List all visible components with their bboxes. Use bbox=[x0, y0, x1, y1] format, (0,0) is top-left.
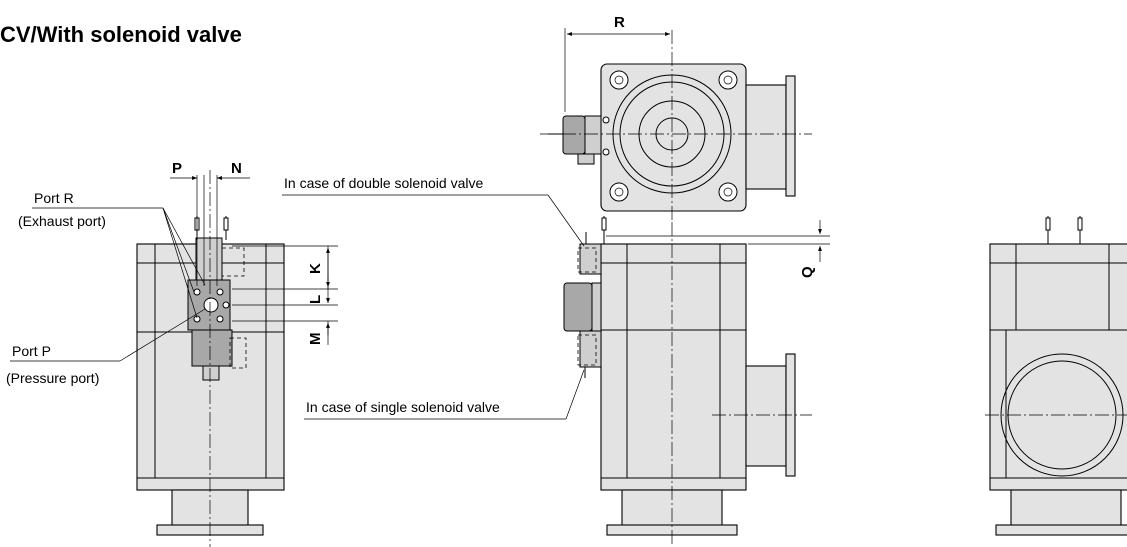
port-r-label: Port R bbox=[34, 190, 74, 206]
left-side-view: P N K L M Port R (Exhaust port) Port P (… bbox=[6, 160, 338, 547]
right-front-view bbox=[985, 216, 1127, 536]
center-side-port bbox=[745, 365, 787, 467]
single-solenoid-label: In case of single solenoid valve bbox=[306, 399, 500, 415]
solenoid-coil-top bbox=[195, 237, 223, 281]
center-body bbox=[600, 243, 747, 491]
right-bottom-flange bbox=[995, 524, 1127, 536]
solenoid-coil-bottom bbox=[191, 329, 233, 367]
exhaust-port-label: (Exhaust port) bbox=[18, 213, 106, 229]
right-bottom-port bbox=[1010, 489, 1122, 531]
pressure-port-label: (Pressure port) bbox=[6, 370, 99, 386]
right-body bbox=[989, 243, 1127, 491]
dimension-l: L bbox=[307, 295, 324, 304]
center-solenoid bbox=[563, 282, 593, 332]
double-solenoid-label: In case of double solenoid valve bbox=[284, 175, 483, 191]
dimension-m: M bbox=[307, 333, 324, 346]
center-front-view: Q In case of double solenoid valve In ca… bbox=[282, 175, 830, 547]
port-p-hole bbox=[203, 297, 219, 313]
dimension-q: Q bbox=[799, 266, 816, 278]
dimension-p: P bbox=[172, 160, 182, 177]
top-side-port bbox=[745, 84, 787, 190]
dimension-n: N bbox=[231, 160, 242, 177]
page-title: CV/With solenoid valve bbox=[0, 22, 242, 47]
dimension-k: K bbox=[307, 263, 324, 274]
dimension-r: R bbox=[614, 14, 625, 31]
port-p-label: Port P bbox=[12, 343, 51, 359]
top-solenoid bbox=[562, 115, 586, 155]
top-view: R bbox=[540, 14, 812, 222]
top-side-flange bbox=[785, 75, 796, 197]
